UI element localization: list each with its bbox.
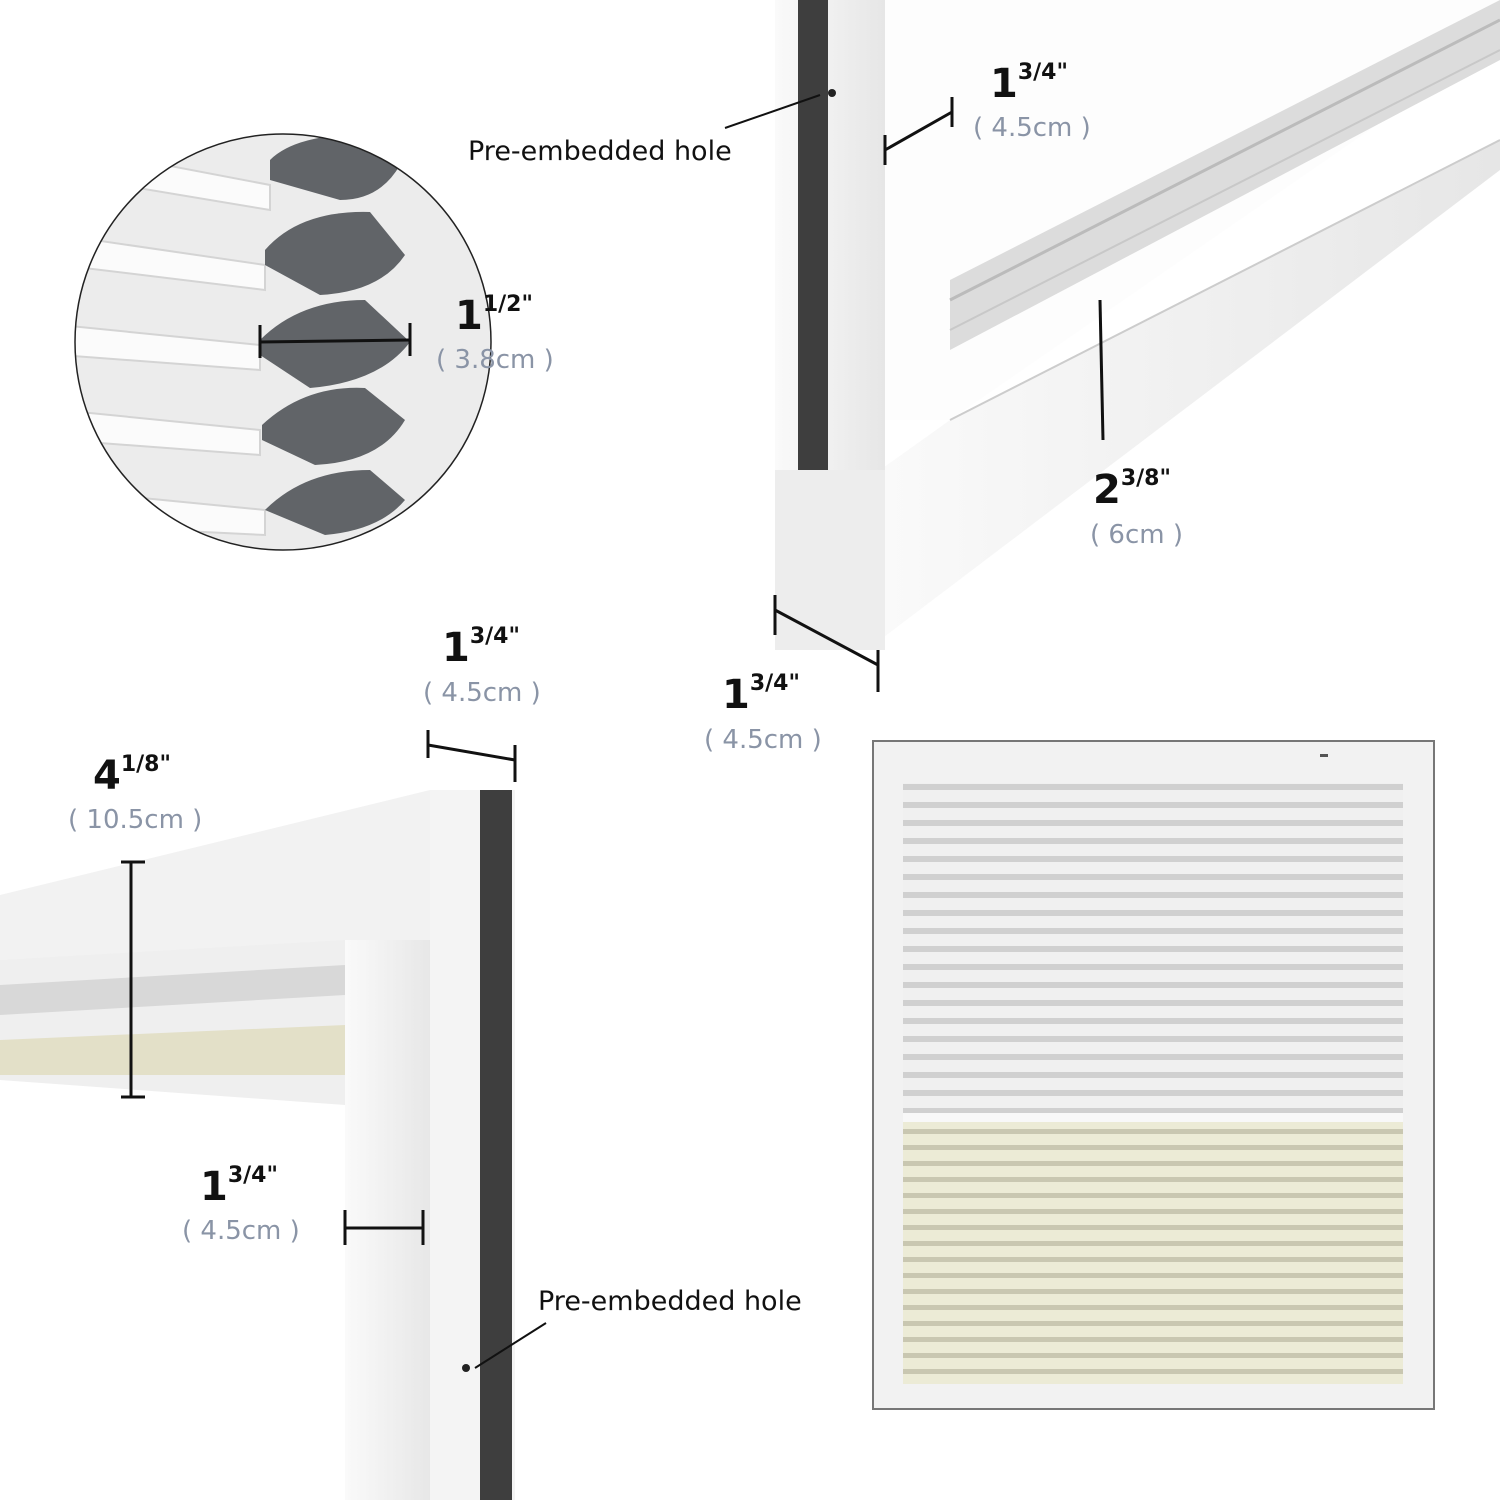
top-rail-depth-dimension: 23/8" xyxy=(1093,466,1171,513)
full-shade-front-view xyxy=(872,740,1435,1410)
top-rail-width-metric: ( 4.5cm ) xyxy=(973,113,1091,143)
top-rail-depth-metric: ( 6cm ) xyxy=(1090,520,1183,550)
honeycomb-cell-closeup xyxy=(74,133,492,551)
bottom-profile-depth-metric: ( 4.5cm ) xyxy=(423,678,541,708)
head-rail-height-metric: ( 10.5cm ) xyxy=(68,805,203,835)
top-profile-depth-dimension: 13/4" xyxy=(722,671,800,718)
side-rail-width-dimension: 13/4" xyxy=(200,1163,278,1210)
top-rail-width-dimension: 13/4" xyxy=(990,60,1068,107)
top-frame-corner xyxy=(724,0,1500,692)
bottom-profile-depth-dimension: 13/4" xyxy=(442,624,520,671)
side-rail-width-metric: ( 4.5cm ) xyxy=(182,1216,300,1246)
pre-embedded-hole-label-bottom: Pre-embedded hole xyxy=(538,1286,802,1317)
top-profile-depth-metric: ( 4.5cm ) xyxy=(704,725,822,755)
cell-width-dimension: 11/2" xyxy=(455,292,533,339)
bottom-frame-corner xyxy=(0,730,547,1500)
head-rail-height-dimension: 41/8" xyxy=(93,752,171,799)
pre-embedded-hole-label-top: Pre-embedded hole xyxy=(468,136,732,167)
cell-width-metric: ( 3.8cm ) xyxy=(436,345,554,375)
